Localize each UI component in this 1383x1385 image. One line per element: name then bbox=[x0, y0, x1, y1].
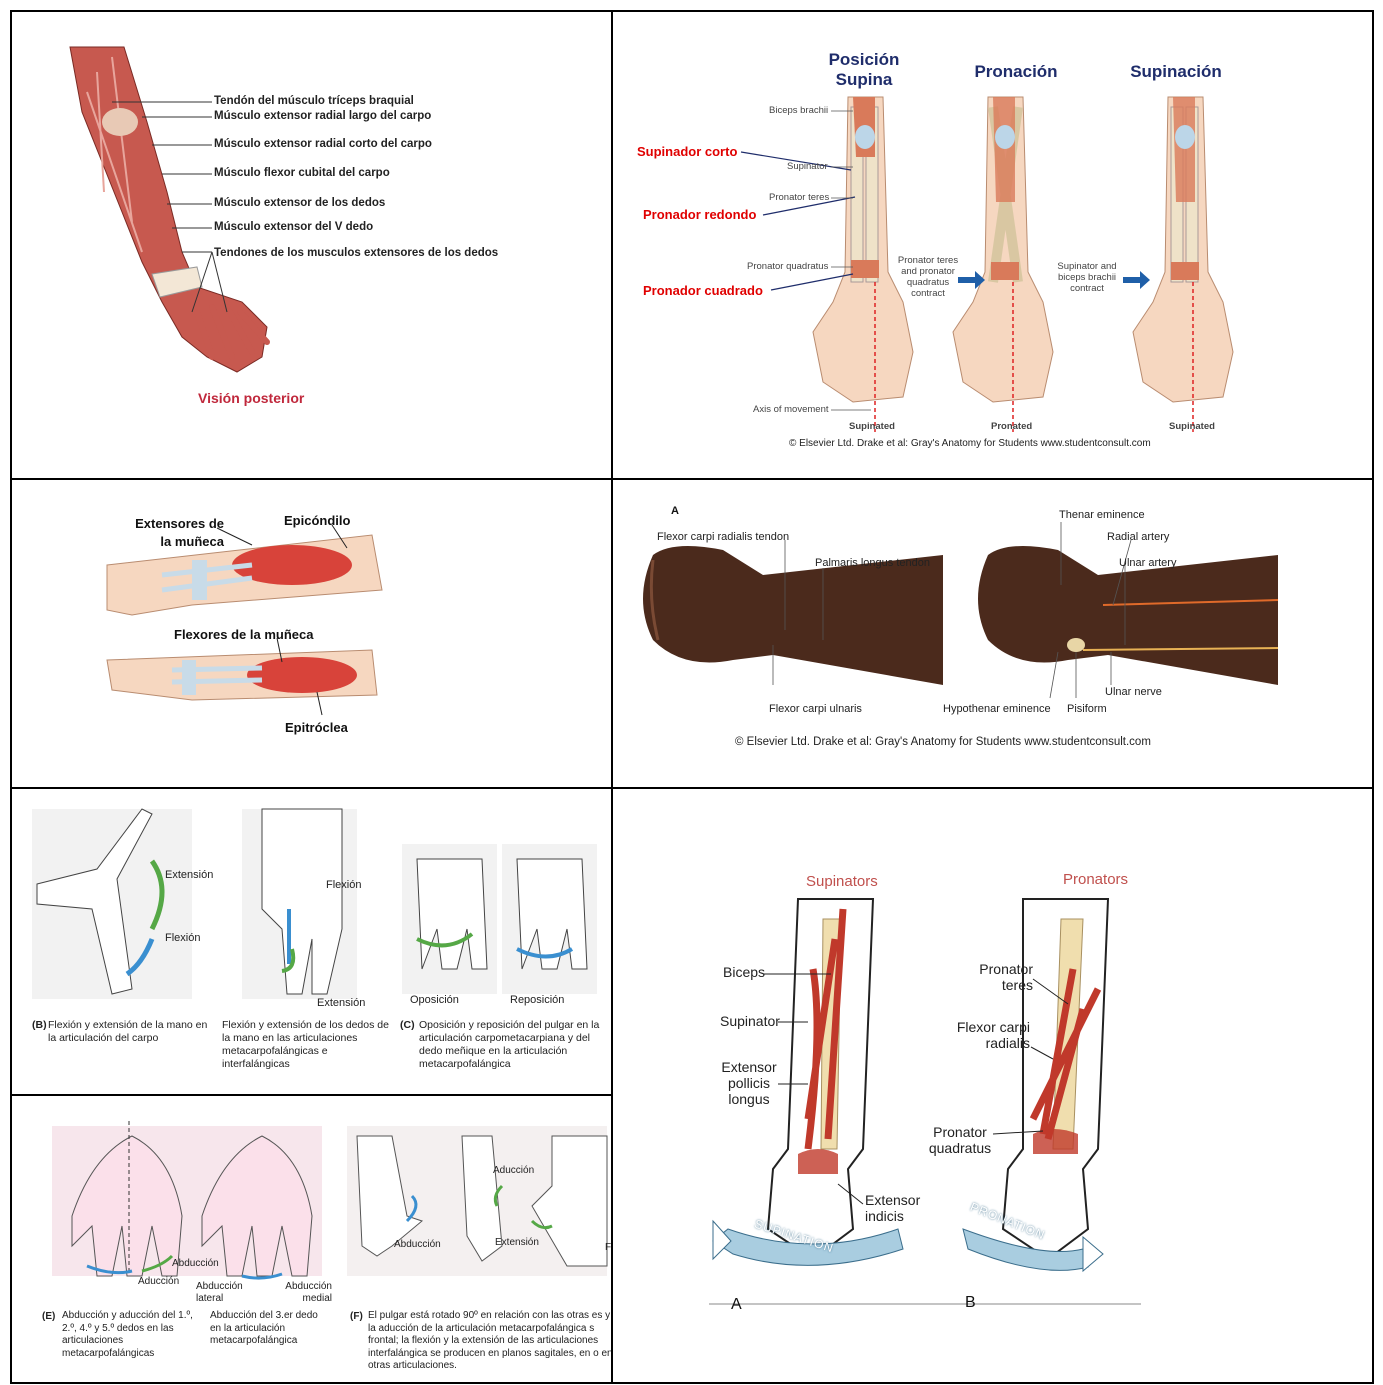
title-pronators: Pronators bbox=[1063, 871, 1128, 888]
label-axis-of-movement: Axis of movement bbox=[753, 404, 829, 415]
label-fcr-b: Flexor carpi radialis bbox=[940, 1019, 1030, 1051]
label-flexion-1: Flexión bbox=[165, 932, 200, 944]
label-extension-3: Extensión bbox=[495, 1237, 539, 1248]
label-abduction-medial: Abducción medial bbox=[280, 1281, 332, 1305]
label-flexor-ulnar: Músculo flexor cubital del carpo bbox=[214, 167, 390, 179]
label-reposition: Reposición bbox=[510, 994, 564, 1006]
posterior-arm-illustration bbox=[12, 12, 613, 480]
label-ext-fifth: Músculo extensor del V dedo bbox=[214, 221, 373, 233]
panel-posterior-forearm: Tendón del músculo tríceps braquial Músc… bbox=[10, 10, 613, 480]
label-supinador-corto: Supinador corto bbox=[637, 144, 737, 159]
label-epitrochlea: Epitróclea bbox=[285, 720, 348, 735]
label-flexion-2: Flexión bbox=[326, 879, 361, 891]
caption-posterior-view: Visión posterior bbox=[198, 390, 304, 406]
label-thenar: Thenar eminence bbox=[1059, 509, 1145, 521]
label-pronator-teres: Pronator teres bbox=[769, 192, 829, 203]
label-extension-2: Extensión bbox=[317, 997, 365, 1009]
label-adduction-1: Aducción bbox=[138, 1276, 179, 1287]
label-pronador-redondo: Pronador redondo bbox=[643, 207, 756, 222]
caption-letter-b: (B) bbox=[32, 1019, 47, 1032]
label-palmaris-longus: Palmaris longus tendon bbox=[815, 557, 930, 569]
forearm-2 bbox=[953, 97, 1053, 432]
caption-letter-e: (E) bbox=[42, 1310, 55, 1323]
credit-elsevier-1: © Elsevier Ltd. Drake et al: Gray's Anat… bbox=[789, 438, 1151, 449]
label-pronator-quadratus-b: Pronator quadratus bbox=[925, 1124, 995, 1156]
label-wrist-extensors: Extensores de la muñeca bbox=[124, 515, 224, 551]
label-ulnar-artery: Ulnar artery bbox=[1119, 557, 1176, 569]
forearm-rotation-illustration bbox=[613, 12, 1374, 480]
panel-finger-abduction: Abducción Aducción Abducción lateral Abd… bbox=[10, 1094, 613, 1384]
caption-b-text: Flexión y extensión de la mano en la art… bbox=[48, 1019, 216, 1045]
label-ext-fingers: Músculo extensor de los dedos bbox=[214, 197, 385, 209]
label-abduction-2: Abducción bbox=[394, 1239, 441, 1250]
label-pronador-cuadrado: Pronador cuadrado bbox=[643, 283, 763, 298]
label-radial-artery: Radial artery bbox=[1107, 531, 1169, 543]
caption-f-text: El pulgar está rotado 90º en relación co… bbox=[368, 1310, 613, 1373]
label-triceps-tendon: Tendón del músculo tríceps braquial bbox=[214, 95, 414, 107]
figure-letter-a: A bbox=[671, 505, 679, 517]
label-supinated-1: Supinated bbox=[849, 421, 895, 432]
label-ext-radial-short: Músculo extensor radial corto del carpo bbox=[214, 138, 432, 150]
caption-letter-c: (C) bbox=[400, 1019, 415, 1032]
label-abduction-lateral: Abducción lateral bbox=[196, 1281, 248, 1305]
panel-wrist-surface: A Flexor carpi radialis tendon Palmaris … bbox=[611, 478, 1374, 789]
credit-elsevier-2: © Elsevier Ltd. Drake et al: Gray's Anat… bbox=[735, 736, 1151, 748]
figure-letter-a-7: A bbox=[731, 1296, 742, 1314]
note-pronators-contract: Pronator teres and pronator quadratus co… bbox=[895, 255, 961, 299]
caption-c-text: Oposición y reposición del pulgar en la … bbox=[419, 1019, 609, 1071]
label-abduction-1: Abducción bbox=[172, 1258, 219, 1269]
label-ext-radial-long: Músculo extensor radial largo del carpo bbox=[214, 110, 431, 122]
title-supinators: Supinators bbox=[806, 873, 878, 890]
panel-pronation-supination: Posición Supina Pronación Supinación Sup… bbox=[611, 10, 1374, 480]
label-extensor-indicis: Extensor indicis bbox=[865, 1192, 925, 1224]
forearm-3 bbox=[1133, 97, 1233, 432]
label-wrist-flexors: Flexores de la muñeca bbox=[174, 627, 313, 642]
label-extension-1: Extensión bbox=[165, 869, 213, 881]
header-supination: Supinación bbox=[1121, 62, 1231, 82]
caption-e-text: Abducción y aducción del 1.º, 2.º, 4.º y… bbox=[62, 1310, 194, 1360]
header-pronation: Pronación bbox=[961, 62, 1071, 82]
caption-third-finger: Abducción del 3.er dedo en la articulaci… bbox=[210, 1310, 330, 1348]
label-ext-tendons: Tendones de los musculos extensores de l… bbox=[214, 247, 498, 259]
label-adduction-2: Aducción bbox=[493, 1165, 534, 1176]
label-supinator: Supinator bbox=[787, 161, 828, 172]
label-pisiform: Pisiform bbox=[1067, 703, 1107, 715]
label-fcr-tendon: Flexor carpi radialis tendon bbox=[657, 531, 789, 543]
label-supinated-2: Supinated bbox=[1169, 421, 1215, 432]
caption-letter-f: (F) bbox=[350, 1310, 363, 1323]
figure-letter-b-7: B bbox=[965, 1294, 976, 1312]
label-opposition: Oposición bbox=[410, 994, 459, 1006]
label-hypothenar: Hypothenar eminence bbox=[943, 703, 1051, 715]
label-biceps: Biceps bbox=[723, 964, 765, 980]
label-epl: Extensor pollicis longus bbox=[717, 1059, 781, 1107]
label-pronator-quadratus: Pronator quadratus bbox=[747, 261, 828, 272]
label-pronated: Pronated bbox=[991, 421, 1032, 432]
panel-hand-movements: Extensión Flexión Flexión Extensión Opos… bbox=[10, 787, 613, 1098]
label-epicondyle: Epicóndilo bbox=[284, 513, 350, 528]
label-biceps-brachii: Biceps brachii bbox=[769, 105, 828, 116]
header-supine-position: Posición Supina bbox=[809, 50, 919, 90]
label-supinator-a: Supinator bbox=[720, 1013, 780, 1029]
label-fcu: Flexor carpi ulnaris bbox=[769, 703, 862, 715]
label-pronator-teres-b: Pronator teres bbox=[977, 961, 1033, 993]
panel-supinators-pronators: Supinators Pronators Biceps Supinator Ex… bbox=[611, 787, 1374, 1384]
note-supinators-contract: Supinator and biceps brachii contract bbox=[1053, 261, 1121, 294]
label-ulnar-nerve: Ulnar nerve bbox=[1105, 686, 1162, 698]
panel-wrist-muscles: Extensores de la muñeca Epicóndilo Flexo… bbox=[10, 478, 613, 789]
caption-fingers-text: Flexión y extensión de los dedos de la m… bbox=[222, 1019, 392, 1071]
